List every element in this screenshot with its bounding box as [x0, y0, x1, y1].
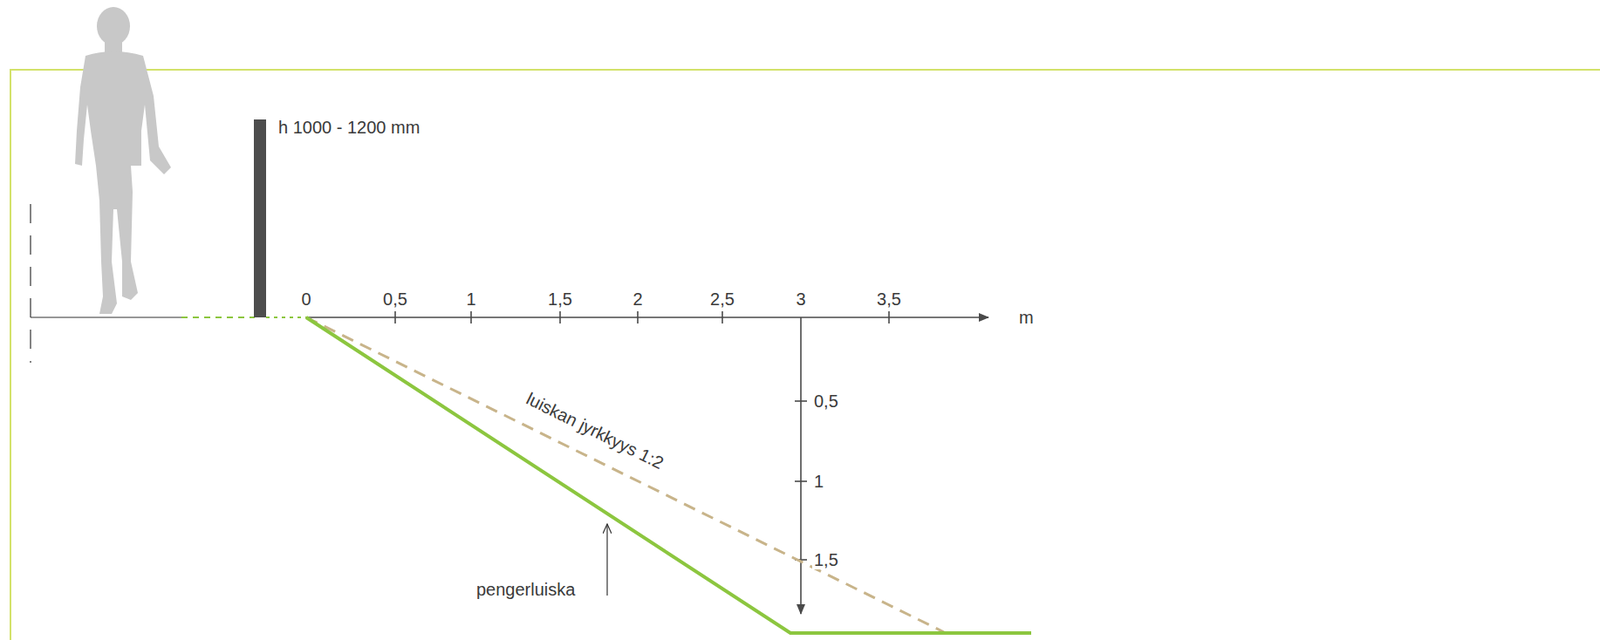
ground-dashed	[266, 316, 307, 319]
dash-mark	[29, 204, 31, 363]
height-note: h 1000 - 1200 mm	[278, 117, 420, 137]
frame-line	[10, 69, 1600, 640]
callout-label: pengerluiska	[476, 580, 575, 600]
railing-post	[253, 119, 267, 318]
axis-value: 0,5	[382, 289, 408, 309]
axis-value: 1,5	[547, 289, 573, 309]
y-ticks	[794, 401, 807, 561]
y-axis	[800, 317, 802, 615]
axis-value: 1	[465, 289, 476, 309]
ground-dashed	[181, 316, 255, 319]
embankment-slope	[306, 317, 1032, 634]
axis-value: 3,5	[876, 289, 902, 309]
axis-value: 0,5	[813, 391, 839, 411]
axis-value: 2	[632, 289, 643, 309]
unit-label: m	[1018, 307, 1034, 328]
slope-reference-dashed	[306, 317, 944, 633]
leader-arrow	[606, 524, 608, 596]
x-axis	[306, 316, 989, 319]
axis-value: 2,5	[710, 289, 735, 309]
ground-line	[30, 316, 182, 318]
axis-value: 3	[795, 289, 806, 309]
axis-value: 1	[813, 471, 824, 492]
axis-value: 0	[300, 289, 311, 309]
person-silhouette	[75, 6, 171, 315]
x-ticks	[395, 311, 889, 324]
axis-value: 1,5	[812, 550, 841, 570]
